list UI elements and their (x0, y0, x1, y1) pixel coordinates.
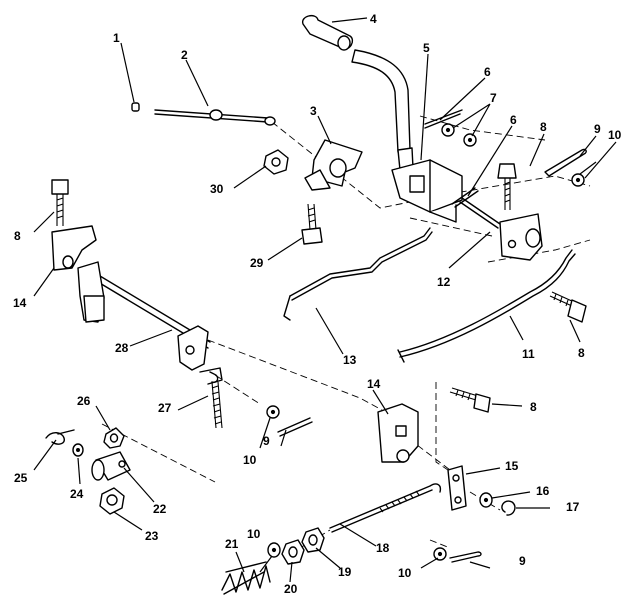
callout-labels: 1 2 3 4 5 6 6 7 8 8 8 8 9 9 9 10 10 10 1… (13, 12, 622, 596)
callout-6-upper: 6 (484, 65, 491, 79)
callout-10-lower: 10 (247, 527, 261, 541)
callout-9-bottom: 9 (519, 554, 526, 568)
callout-9-top: 9 (594, 122, 601, 136)
part-4-handle-grip (302, 14, 354, 51)
part-28-shaft (77, 261, 223, 385)
part-5-lever (351, 49, 463, 223)
part-23-nut (99, 487, 125, 515)
part-26-nut (103, 427, 125, 449)
callout-13: 13 (343, 353, 357, 367)
part-16-washer (479, 492, 493, 508)
callout-18: 18 (376, 541, 390, 555)
callout-10-bottom: 10 (398, 566, 412, 580)
leader-lines (33, 17, 617, 583)
part-7-washers (441, 123, 477, 147)
part-2-rod (154, 109, 276, 126)
part-24-washer (72, 443, 84, 457)
part-20-nut (281, 539, 305, 565)
callout-10-middle: 10 (243, 453, 257, 467)
callout-12: 12 (437, 275, 451, 289)
callout-8-middle: 8 (530, 400, 537, 414)
callout-11: 11 (522, 347, 535, 361)
callout-28: 28 (115, 341, 129, 355)
callout-5: 5 (423, 41, 430, 55)
part-13-rod (283, 227, 433, 321)
part-3-bracket (304, 139, 363, 191)
callout-24: 24 (70, 487, 84, 501)
part-18-threaded-rod (329, 483, 442, 533)
callout-1: 1 (113, 31, 120, 45)
part-15-link (447, 465, 467, 511)
callout-29: 29 (250, 256, 264, 270)
callout-8-top: 8 (540, 120, 547, 134)
callout-6-lower: 6 (510, 113, 517, 127)
callout-20: 20 (284, 582, 298, 596)
callout-7: 7 (490, 91, 497, 105)
part-11-rod (397, 249, 576, 363)
part-9-cotter-pins (277, 148, 587, 563)
callout-4: 4 (370, 12, 377, 26)
part-25-clip (45, 429, 75, 445)
callout-2: 2 (181, 48, 188, 62)
part-29-bolt (301, 203, 323, 245)
callout-15: 15 (505, 459, 519, 473)
part-17-clip (501, 500, 516, 516)
callout-14-middle: 14 (367, 377, 381, 391)
callout-8-right: 8 (578, 346, 585, 360)
callout-19: 19 (338, 565, 352, 579)
callout-9-middle: 9 (263, 434, 270, 448)
callout-8-left: 8 (14, 229, 21, 243)
callout-10-top: 10 (608, 128, 622, 142)
assembly-lines (101, 115, 591, 549)
part-1-nut (131, 102, 140, 112)
callout-25: 25 (14, 471, 28, 485)
callout-16: 16 (536, 484, 550, 498)
part-8-bolts (51, 163, 587, 413)
callout-27: 27 (158, 401, 172, 415)
callout-30: 30 (210, 182, 224, 196)
callout-22: 22 (153, 502, 167, 516)
callout-23: 23 (145, 529, 159, 543)
callout-26: 26 (77, 394, 91, 408)
part-30-nut (263, 149, 289, 175)
part-14-brackets (51, 225, 419, 463)
part-10-washers (266, 173, 585, 561)
callout-3: 3 (310, 104, 317, 118)
callout-17: 17 (566, 500, 580, 514)
callout-21: 21 (225, 537, 239, 551)
callout-14-left: 14 (13, 296, 27, 310)
part-22-trunnion (91, 451, 131, 481)
part-21-spring (221, 561, 271, 595)
part-12-pivot (459, 197, 543, 261)
part-19-nut (301, 527, 325, 553)
